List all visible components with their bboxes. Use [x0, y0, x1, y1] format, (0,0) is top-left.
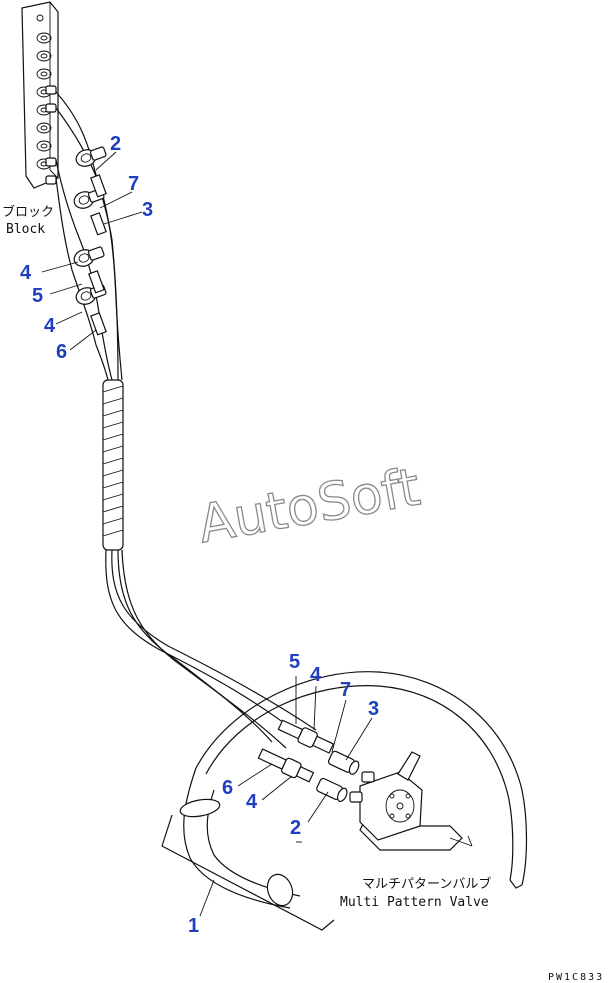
callout-bot-5: 5 — [289, 651, 300, 673]
callout-top-4a: 4 — [20, 262, 32, 284]
callout-top-4b: 4 — [44, 315, 56, 337]
guide-arc — [195, 671, 528, 889]
block-manifold — [21, 1, 59, 189]
callout-bot-4a: 4 — [310, 664, 322, 686]
callout-top-3: 3 — [142, 199, 153, 221]
callout-top-6: 6 — [56, 341, 67, 363]
callouts: 2 7 3 4 5 4 6 5 4 7 3 6 4 2 1 — [20, 133, 379, 937]
hose-bundle-wrap — [102, 379, 124, 551]
drawing-code: PW1C833 — [548, 972, 604, 983]
block-caption-en: Block — [6, 222, 45, 237]
callout-top-7: 7 — [128, 173, 139, 195]
valve-caption-en: Multi Pattern Valve — [340, 895, 489, 910]
callout-bot-2: 2 — [290, 817, 301, 839]
multi-pattern-valve — [349, 751, 473, 851]
leader-lines — [41, 151, 373, 917]
lower-fittings — [257, 719, 360, 802]
lower-hoses — [105, 549, 317, 749]
callout-bot-7: 7 — [340, 679, 351, 701]
valve-caption-jp: マルチパターンバルブ — [362, 876, 491, 892]
watermark: AutoSoft — [194, 457, 424, 555]
pillar-pipe — [161, 767, 335, 931]
block-caption-jp: ブロック — [2, 204, 54, 220]
callout-bot-1: 1 — [188, 915, 199, 937]
callout-top-2: 2 — [110, 133, 121, 155]
callout-top-5: 5 — [32, 285, 43, 307]
upper-fittings — [73, 146, 107, 336]
callout-bot-3: 3 — [368, 698, 379, 720]
callout-bot-6: 6 — [222, 777, 233, 799]
callout-bot-4b: 4 — [246, 791, 258, 813]
